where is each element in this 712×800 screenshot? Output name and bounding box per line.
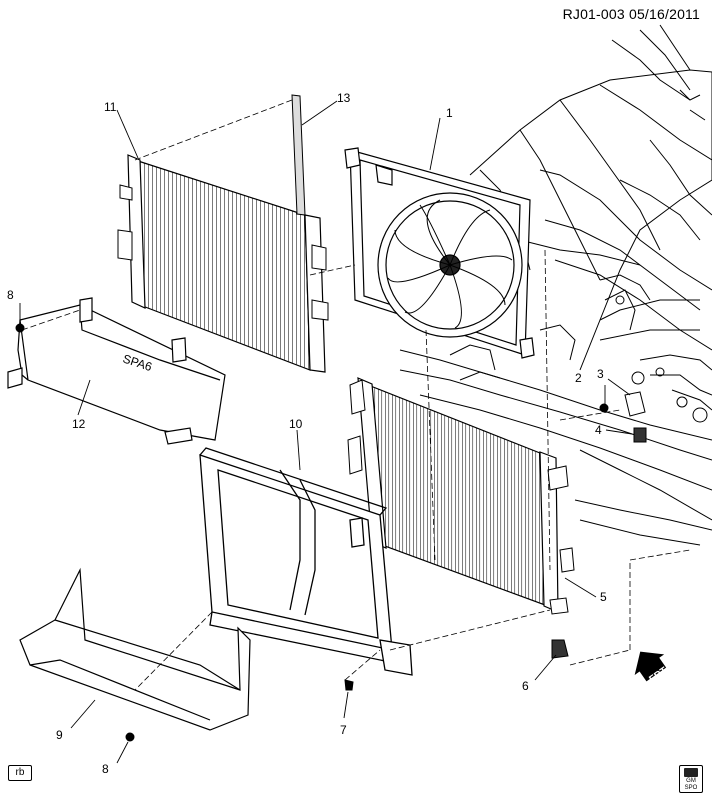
logo-line-2: SPO	[684, 785, 698, 791]
radiator-support-frame	[199, 447, 413, 676]
callout-8-lower: 8	[102, 762, 109, 776]
insulator-4	[633, 427, 647, 443]
callout-9: 9	[56, 728, 63, 742]
fan-shroud-assembly	[344, 147, 535, 359]
logo-mark-icon	[684, 768, 698, 777]
callout-12: 12	[72, 417, 86, 431]
diagram-code-date: RJ01-003 05/16/2011	[562, 6, 700, 22]
callout-5: 5	[600, 590, 607, 604]
callout-4: 4	[595, 423, 602, 437]
upper-air-deflector	[7, 297, 226, 445]
condenser	[117, 154, 329, 373]
callout-8-upper: 8	[7, 288, 14, 302]
callout-10: 10	[289, 417, 303, 431]
front-direction-arrow	[634, 651, 667, 682]
callout-1: 1	[446, 106, 453, 120]
callout-3: 3	[597, 367, 604, 381]
insulator-6	[551, 639, 569, 659]
callout-11: 11	[104, 100, 117, 114]
logo-line-1: GM	[686, 778, 696, 784]
push-pin-8-upper	[15, 323, 25, 333]
gm-spo-logo: GM SPO	[679, 765, 703, 793]
callout-13: 13	[337, 91, 351, 105]
bolt-2	[599, 403, 609, 413]
callout-6: 6	[522, 679, 529, 693]
radiator-core	[347, 377, 575, 615]
bolt-7	[344, 679, 354, 691]
seal-strip	[291, 94, 306, 216]
callout-2: 2	[575, 371, 582, 385]
vehicle-front-structure	[399, 24, 712, 546]
lower-air-deflector	[19, 567, 251, 731]
bracket-3	[624, 391, 646, 417]
callout-leaders	[19, 100, 633, 764]
push-pin-8-lower	[125, 732, 135, 742]
alignment-lines	[21, 99, 691, 691]
illustrator-tag: rb	[8, 765, 32, 781]
callout-7: 7	[340, 723, 347, 737]
